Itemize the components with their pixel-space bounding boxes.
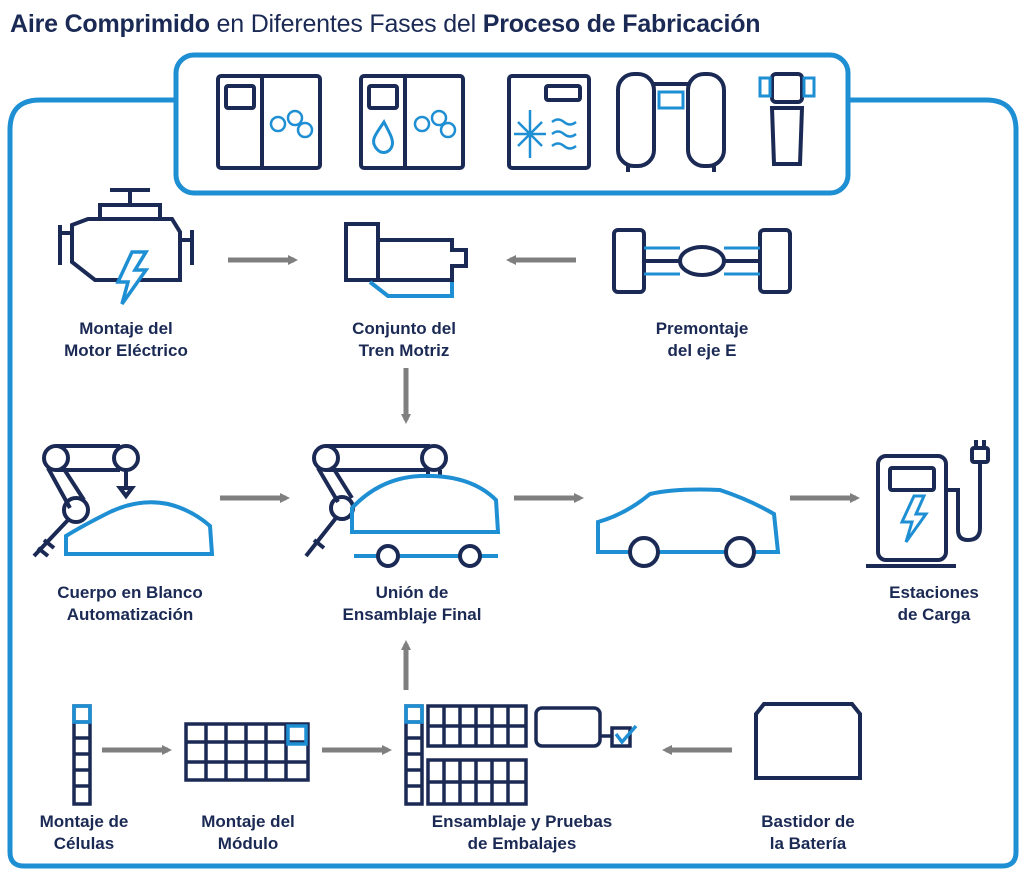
- filter-icon: [758, 72, 816, 166]
- drivetrain-icon: [344, 222, 468, 298]
- label-pack: Ensamblaje y Pruebas de Embalajes: [431, 812, 613, 853]
- robot-body-icon: [32, 444, 215, 558]
- label-drivetrain: Conjunto del Tren Motriz: [352, 319, 456, 360]
- label-module: Montaje del Módulo: [201, 812, 295, 853]
- air-receiver-tank-icon: [616, 72, 726, 172]
- air-dryer-compressor-icon: [216, 74, 322, 170]
- label-motor: Montaje del Motor Eléctrico: [64, 319, 188, 360]
- pack-icon: [404, 704, 638, 806]
- e-axle-icon: [612, 228, 792, 294]
- label-charging: Estaciones de Carga: [889, 583, 979, 624]
- outer-frame: [7, 52, 1019, 869]
- label-body: Cuerpo en Blanco Automatización: [57, 583, 203, 624]
- flow-arrows: [102, 255, 860, 755]
- cells-icon: [72, 704, 92, 806]
- label-final: Unión de Ensamblaje Final: [342, 583, 482, 624]
- battery-frame-icon: [754, 702, 862, 780]
- page-title: Aire Comprimido en Diferentes Fases del …: [10, 10, 761, 38]
- equipment-box: [173, 52, 851, 196]
- module-icon: [184, 722, 310, 782]
- label-cells: Montaje de Células: [39, 812, 129, 853]
- water-cooled-compressor-icon: [359, 74, 465, 170]
- robot-final-assembly-icon: [304, 444, 501, 568]
- refrigerated-dryer-icon: [507, 74, 591, 170]
- charging-station-icon: [866, 440, 990, 568]
- label-frame: Bastidor de la Batería: [761, 812, 855, 853]
- electric-motor-icon: [58, 188, 194, 306]
- label-eaxle: Premontaje del eje E: [655, 319, 749, 360]
- finished-car-icon: [596, 487, 781, 568]
